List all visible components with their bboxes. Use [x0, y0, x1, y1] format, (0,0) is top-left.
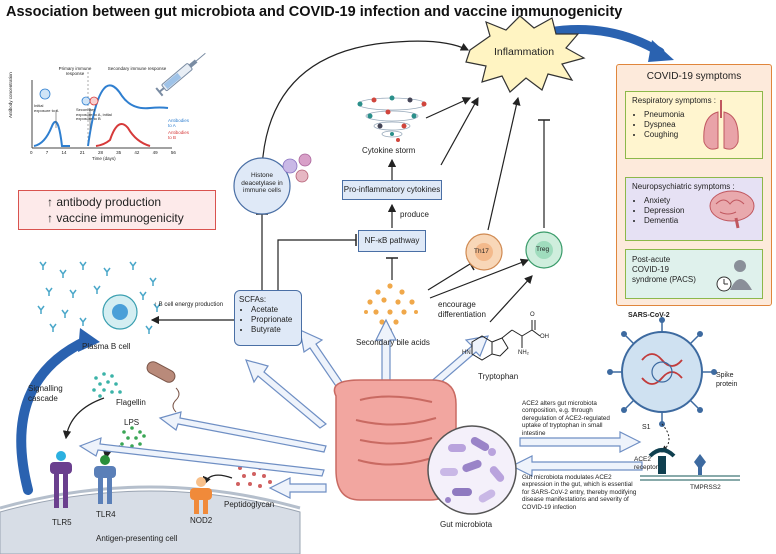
- plasma-b-cell-icon: [102, 294, 138, 330]
- peptidoglycan-label: Peptidoglycan: [224, 500, 275, 509]
- vaccine-line-1: ↑ antibody production: [47, 195, 162, 209]
- tlr4-receptor: [94, 455, 116, 504]
- signalling-cascade-label: Signalling cascade: [28, 384, 63, 403]
- respiratory-item: Pneumonia: [644, 110, 756, 120]
- neuro-item: Dementia: [644, 216, 756, 226]
- scfa-item: Butyrate: [251, 325, 297, 335]
- nod2-receptor: [190, 477, 212, 514]
- graph-xtick: 21: [79, 150, 85, 155]
- vaccine-effect-box: ↑ antibody production ↑ vaccine immunoge…: [18, 190, 216, 230]
- neuro-item: Anxiety: [644, 196, 756, 206]
- gut-microbiota-circle: [427, 425, 517, 515]
- respiratory-title: Respiratory symptoms :: [632, 96, 717, 105]
- graph-secondary-label: Secondary immune response: [107, 66, 167, 71]
- graph-xtick: 56: [170, 150, 176, 155]
- s1-label: S1: [642, 424, 651, 431]
- graph-xtick: 28: [97, 150, 103, 155]
- graph-xticks: 0 7 14 21 28 35 42 49 56: [30, 150, 176, 155]
- scfa-title: SCFAs:: [239, 295, 267, 304]
- syringe-icon: [155, 52, 206, 97]
- tmprss2-icon: [694, 454, 706, 476]
- b-cell-energy-label: ↑ B cell energy production: [154, 302, 224, 308]
- graph-annotation-initial: Initial exposure to A: [34, 103, 59, 113]
- graph-legend-b: Antibodies to B: [168, 130, 190, 140]
- tlr4-label: TLR4: [96, 510, 116, 519]
- tryptophan-oh: OH: [540, 334, 549, 340]
- nod2-label: NOD2: [190, 516, 213, 525]
- neuro-title: Neuropsychiatric symptoms :: [632, 182, 735, 191]
- apc-label: Antigen-presenting cell: [96, 534, 178, 543]
- sars-cov-2-virus: [607, 317, 717, 427]
- graph-primary-label: Primary immune response: [58, 66, 92, 76]
- flagellin-label: Flagellin: [116, 398, 146, 407]
- graph-xtick: 35: [116, 150, 122, 155]
- graph-xtick: 7: [45, 150, 49, 155]
- gut-modulates-ace2-text: Gut microbiota modulates ACE2 expression…: [522, 474, 637, 511]
- treg-label: Treg: [536, 246, 550, 253]
- graph-legend-a: Antibodies to A: [168, 118, 190, 128]
- respiratory-box: Respiratory symptoms : Pneumonia Dyspnea…: [625, 91, 763, 159]
- antibody-graph: [31, 72, 172, 149]
- gut-microbiota-label: Gut microbiota: [440, 520, 493, 529]
- scfa-item: Proprionate: [251, 315, 297, 325]
- symptoms-title: COVID-19 symptoms: [646, 71, 742, 82]
- histone-label: Histone deacetylase in immune cells: [241, 172, 283, 194]
- graph-xtick: 42: [134, 150, 140, 155]
- lps-label: LPS: [124, 418, 140, 427]
- graph-annotation-secondary: Secondary exposure to A, initial exposur…: [76, 107, 112, 121]
- secondary-bile-acids-label: Secondary bile acids: [356, 338, 430, 347]
- respiratory-item: Coughing: [644, 130, 756, 140]
- plasma-b-cell-label: Plasma B cell: [82, 342, 131, 351]
- cytokine-storm-label: Cytokine storm: [362, 146, 416, 155]
- pacs-label: Post-acute COVID-19 syndrome (PACS): [632, 255, 696, 284]
- graph-xtick: 0: [30, 150, 33, 155]
- tryptophan-nh: HN: [462, 350, 471, 356]
- respiratory-item: Dyspnea: [644, 120, 756, 130]
- bacterium-icon: [146, 361, 180, 413]
- scfa-item: Acetate: [251, 305, 297, 315]
- curved-arrow-to-symptoms: [543, 25, 665, 57]
- tryptophan-molecule: [471, 320, 541, 361]
- tryptophan-nh2: NH₂: [518, 350, 529, 356]
- inflammation-burst: [465, 15, 586, 93]
- gut-arrows: [78, 318, 643, 499]
- tryptophan-o: O: [530, 312, 535, 318]
- tmprss2-label: TMPRSS2: [690, 484, 721, 491]
- flagellin-dots: [92, 372, 122, 398]
- graph-xtick: 14: [61, 150, 67, 155]
- graph-ylabel: Antibody concentration: [8, 72, 13, 118]
- th17-label: Th17: [474, 248, 489, 255]
- cytokine-storm-icon: [357, 95, 427, 142]
- diagram-title: Association between gut microbiota and C…: [6, 4, 623, 20]
- produce-label: produce: [400, 210, 429, 219]
- curved-arrow-signalling: [16, 335, 93, 495]
- tlr5-receptor: [50, 451, 72, 508]
- graph-xlabel: Time (days): [92, 156, 116, 161]
- scfa-box: SCFAs: Acetate Proprionate Butyrate: [234, 290, 302, 346]
- nfkb-box: NF-κB pathway: [358, 230, 426, 252]
- pro-inflammatory-box: Pro-inflammatory cytokines: [342, 180, 442, 200]
- vaccine-line-2: ↑ vaccine immunogenicity: [47, 211, 184, 225]
- ace2-receptor-label: ACE2 receptor: [634, 456, 658, 471]
- tlr5-label: TLR5: [52, 518, 72, 527]
- neuro-item: Depression: [644, 206, 756, 216]
- lps-dots: [120, 426, 146, 448]
- apc-membrane: [0, 490, 301, 554]
- antibody-icons: [37, 261, 161, 334]
- neuro-box: Neuropsychiatric symptoms : Anxiety Depr…: [625, 177, 763, 241]
- histone-circle: [233, 157, 291, 215]
- sars-title: SARS-CoV-2: [628, 312, 670, 319]
- ace2-alters-text: ACE2 alters gut microbiota composition, …: [522, 400, 610, 437]
- symptoms-panel: COVID-19 symptoms Respiratory symptoms :…: [616, 64, 772, 306]
- spike-protein-label: Spike protein: [716, 372, 738, 388]
- graph-xtick: 49: [152, 150, 158, 155]
- pacs-box: Post-acute COVID-19 syndrome (PACS): [625, 249, 763, 299]
- ace2-receptor: [648, 448, 676, 474]
- tryptophan-label: Tryptophan: [478, 372, 519, 381]
- bile-acid-dots: [364, 283, 418, 332]
- encourage-label: encourage differentiation: [438, 300, 486, 319]
- inflammation-label: Inflammation: [494, 46, 555, 58]
